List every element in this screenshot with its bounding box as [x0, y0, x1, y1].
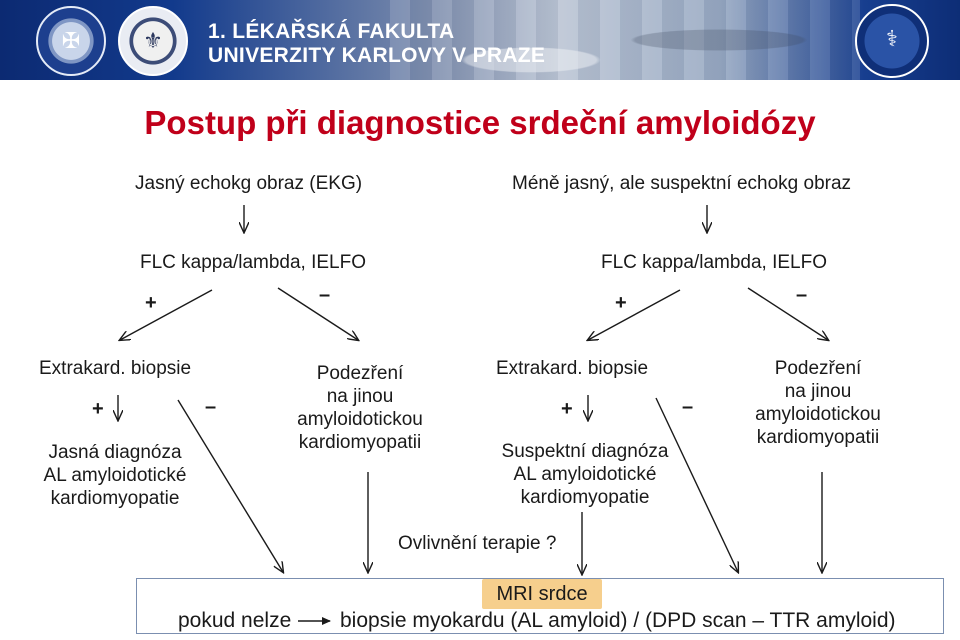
- right-biopsy-minus: –: [682, 396, 694, 418]
- arrow-left-flc-minus: [277, 287, 358, 340]
- right-suspicion-line4: kardiomyopatii: [756, 427, 880, 448]
- left-flc-minus: –: [319, 284, 331, 306]
- mri-badge: MRI srdce: [482, 579, 602, 609]
- faculty-seal-icon: ⚜: [118, 6, 188, 76]
- left-suspicion-line4: kardiomyopatii: [298, 432, 422, 453]
- left-biopsy-minus: –: [205, 396, 217, 418]
- university-seal-icon: ✠: [36, 6, 106, 76]
- left-biopsy-plus: +: [92, 398, 104, 420]
- left-biopsy-text: Extrakard. biopsie: [39, 358, 192, 379]
- page-title: Postup při diagnostice srdeční amyloidóz…: [144, 104, 816, 141]
- arrow-left-flc-plus: [120, 289, 213, 340]
- left-result-line3: kardiomyopatie: [50, 488, 180, 509]
- left-start-text: Jasný echokg obraz (EKG): [135, 173, 363, 194]
- lab-photo: [390, 0, 860, 80]
- right-suspicion-text: Podezření na jinou amyloidotickou kardio…: [728, 357, 908, 449]
- myocardial-biopsy-text: biopsie myokardu (AL amyloid) / (DPD sca…: [340, 609, 896, 632]
- arrow-right-flc-plus: [588, 289, 681, 340]
- left-suspicion-line1: Podezření: [316, 363, 404, 384]
- arrow-left-biopsy-minus: [177, 399, 283, 572]
- right-result-line3: kardiomyopatie: [520, 487, 650, 508]
- if-not-text: pokud nelze: [178, 609, 292, 632]
- right-flc-plus: +: [615, 292, 627, 314]
- right-result-line2: AL amyloidotické: [513, 464, 657, 485]
- left-test-text: FLC kappa/lambda, IELFO: [140, 252, 366, 273]
- arrow-right-biopsy-minus: [655, 397, 738, 572]
- right-suspicion-line1: Podezření: [774, 358, 862, 379]
- hospital-seal-icon: ⚕: [855, 4, 929, 78]
- right-suspicion-line2: na jinou: [784, 381, 852, 402]
- left-suspicion-line2: na jinou: [326, 386, 394, 407]
- faculty-name-line1: 1. LÉKAŘSKÁ FAKULTA: [208, 20, 455, 43]
- right-flc-minus: –: [796, 284, 808, 306]
- therapy-question-text: Ovlivnění terapie ?: [398, 533, 557, 554]
- right-biopsy-text: Extrakard. biopsie: [496, 358, 649, 379]
- header-banner: ✠ ⚜ 1. LÉKAŘSKÁ FAKULTA UNIVERZITY KARLO…: [0, 0, 960, 80]
- right-result-text: Suspektní diagnóza AL amyloidotické kard…: [480, 440, 690, 509]
- arrow-right-flc-minus: [747, 287, 828, 340]
- left-result-text: Jasná diagnóza AL amyloidotické kardiomy…: [20, 441, 210, 510]
- faculty-name-line2: UNIVERZITY KARLOVY V PRAZE: [208, 44, 546, 67]
- right-suspicion-line3: amyloidotickou: [755, 404, 881, 425]
- left-suspicion-line3: amyloidotickou: [297, 409, 423, 430]
- left-suspicion-text: Podezření na jinou amyloidotickou kardio…: [270, 362, 450, 454]
- right-biopsy-plus: +: [561, 398, 573, 420]
- right-result-line1: Suspektní diagnóza: [501, 441, 669, 462]
- left-result-line1: Jasná diagnóza: [48, 442, 182, 463]
- right-test-text: FLC kappa/lambda, IELFO: [601, 252, 827, 273]
- left-flc-plus: +: [145, 292, 157, 314]
- bottom-box: [136, 578, 944, 634]
- left-result-line2: AL amyloidotické: [43, 465, 187, 486]
- right-start-text: Méně jasný, ale suspektní echokg obraz: [512, 173, 852, 194]
